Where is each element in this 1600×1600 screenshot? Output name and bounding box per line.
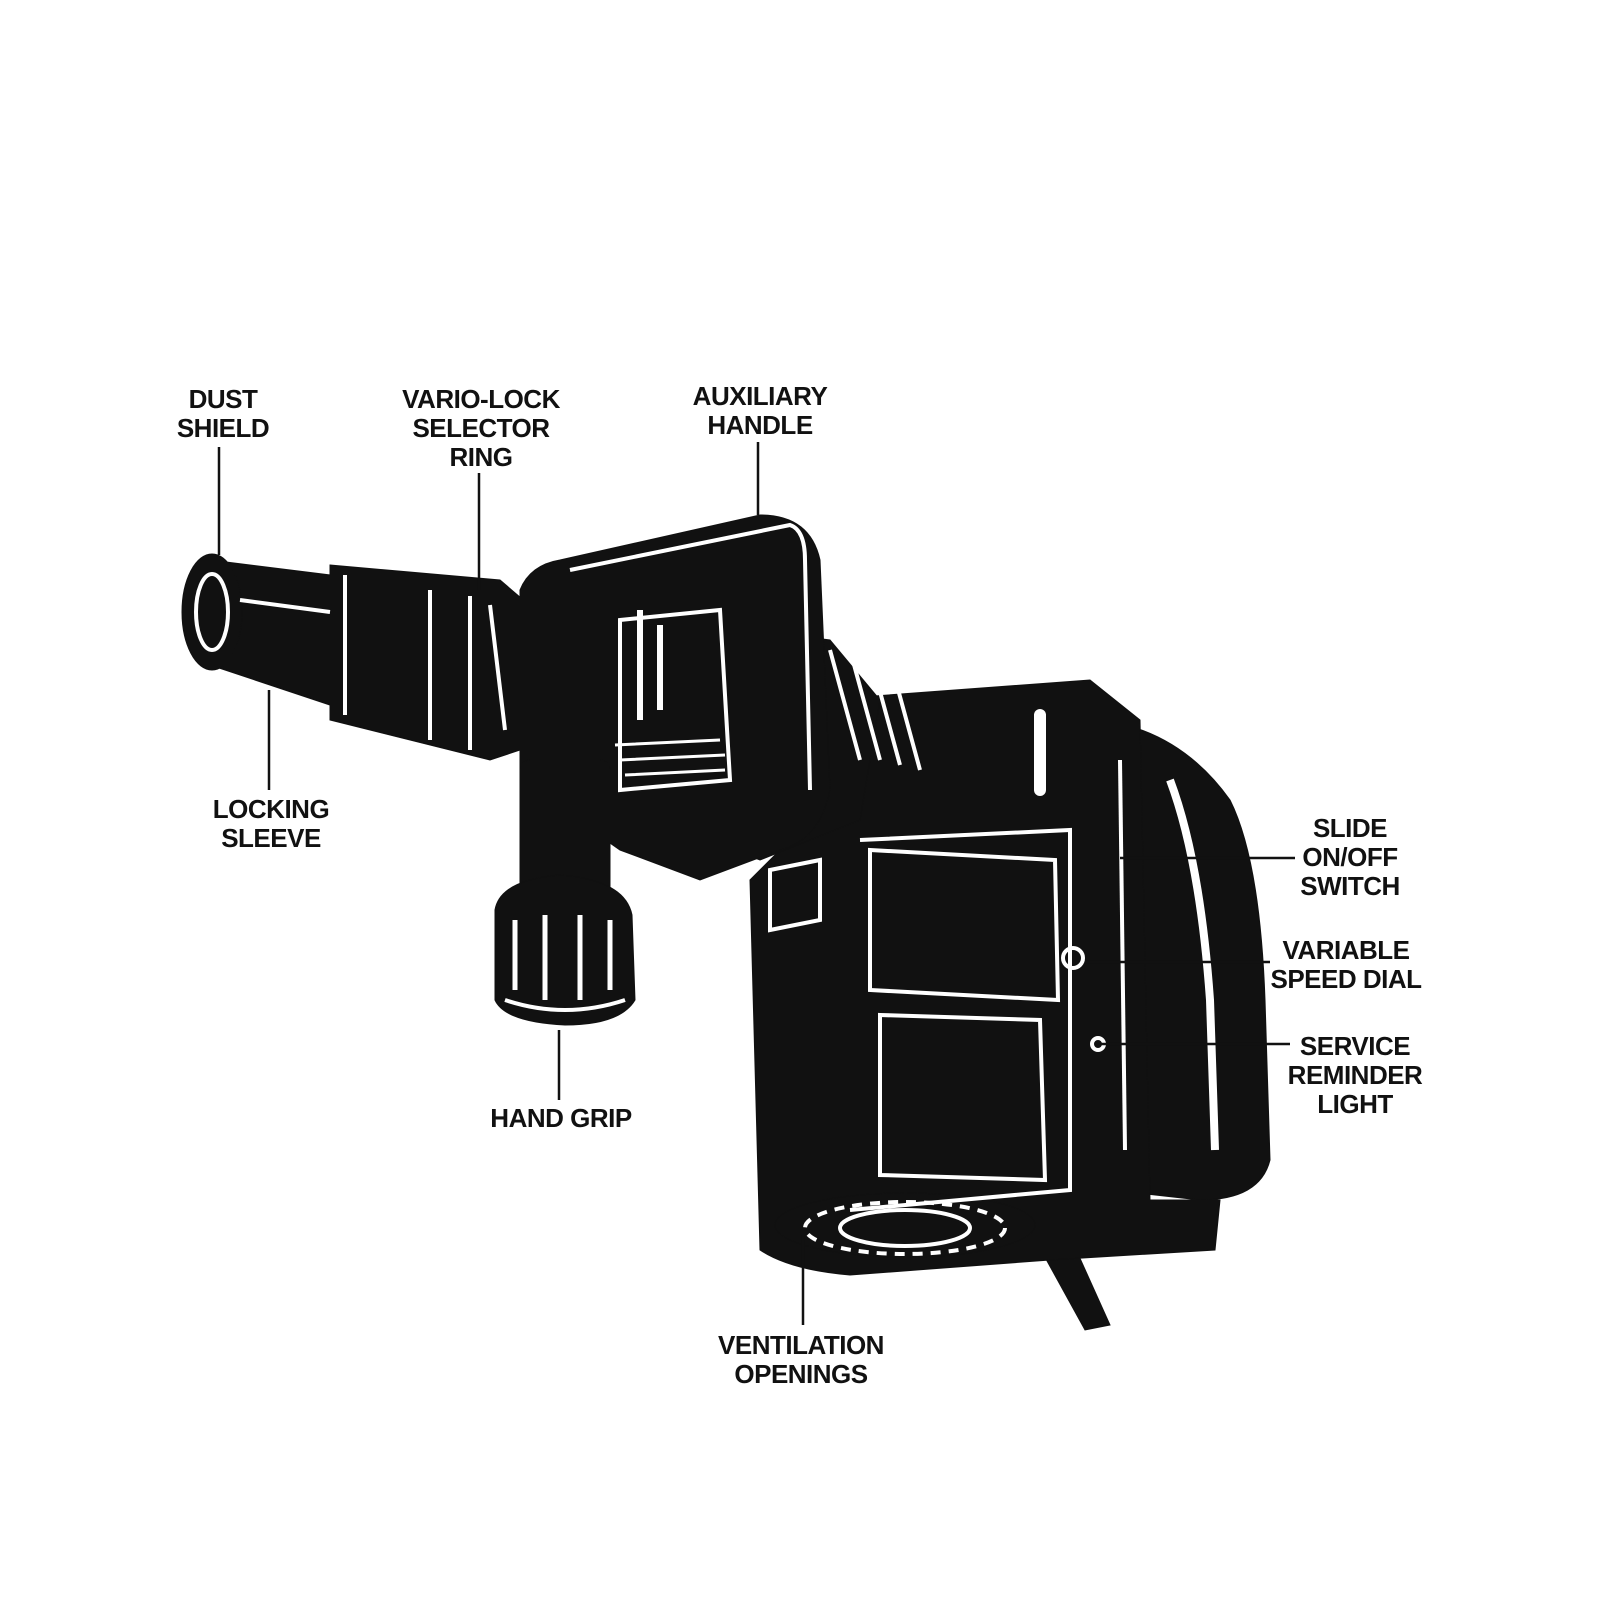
label-line: HANDLE bbox=[707, 410, 813, 440]
label-line: VENTILATION bbox=[718, 1330, 884, 1360]
label-line: LOCKING bbox=[212, 794, 330, 824]
label-hand-grip: HAND GRIP bbox=[490, 1103, 632, 1133]
label-line: SELECTOR bbox=[412, 413, 550, 443]
hand-grip-knob bbox=[494, 874, 636, 1026]
label-line: ON/OFF bbox=[1302, 842, 1398, 872]
label-line: SLEEVE bbox=[221, 823, 321, 853]
label-line: SLIDE bbox=[1312, 813, 1388, 843]
label-line: VARIO-LOCK bbox=[402, 384, 560, 414]
label-line: HAND GRIP bbox=[490, 1103, 632, 1133]
motor-body bbox=[749, 679, 1221, 1276]
label-line: SPEED DIAL bbox=[1270, 964, 1422, 994]
label-line: SERVICE bbox=[1299, 1031, 1411, 1061]
dust-shield bbox=[181, 553, 243, 671]
label-line: RING bbox=[449, 442, 513, 472]
label-line: SHIELD bbox=[176, 413, 270, 443]
label-line: OPENINGS bbox=[734, 1359, 868, 1389]
label-line: SWITCH bbox=[1300, 871, 1400, 901]
leader-lines bbox=[217, 442, 1295, 1325]
label-line: AUXILIARY bbox=[692, 381, 828, 411]
label-line: VARIABLE bbox=[1282, 935, 1410, 965]
label-line: DUST bbox=[188, 384, 258, 414]
label-line: LIGHT bbox=[1317, 1089, 1393, 1119]
label-line: REMINDER bbox=[1287, 1060, 1423, 1090]
front-barrel bbox=[329, 564, 536, 761]
